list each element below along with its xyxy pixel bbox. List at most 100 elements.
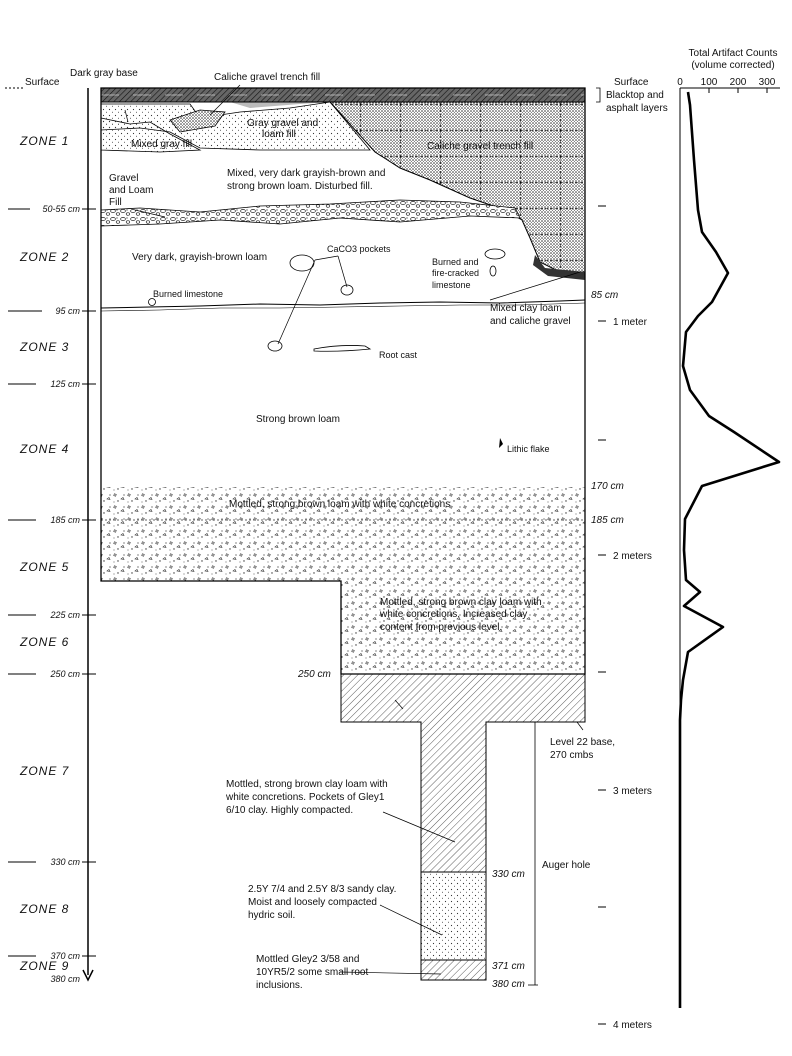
artifact-count-line <box>678 91 781 1008</box>
caco3-pocket <box>267 340 283 352</box>
label-185cm: 185 cm <box>591 515 624 526</box>
zone-6-layer <box>341 581 585 674</box>
meter-label-2: 2 meters <box>613 551 652 562</box>
label-mottled-loam: Mottled, strong brown loam with white co… <box>229 499 450 510</box>
label-burned-fcr-2: fire-cracked <box>432 268 479 278</box>
depth-labels: 50-55 cm 95 cm 125 cm 185 cm 225 cm 250 … <box>42 204 80 984</box>
label-mixed-dark-2: strong brown loam. Disturbed fill. <box>227 181 373 192</box>
depth-ticks <box>8 208 96 957</box>
depth-label-50-55: 50-55 cm <box>42 204 80 214</box>
label-burned-fcr-3: limestone <box>432 280 471 290</box>
depth-label-330: 330 cm <box>50 857 80 867</box>
meter-label-4: 4 meters <box>613 1020 652 1031</box>
zone-7-layer <box>340 673 586 873</box>
meter-labels: 1 meter 2 meters 3 meters 4 meters <box>613 317 652 1031</box>
profile-annotations: Dark gray base Caliche gravel trench fil… <box>70 68 668 991</box>
zone-5-layer <box>101 487 585 581</box>
burned-limestone <box>148 298 156 306</box>
header: Surface Surface Total Artifact Counts (v… <box>5 48 778 89</box>
label-zone8-desc-2: Moist and loosely compacted <box>248 897 377 908</box>
root-cast <box>313 345 372 352</box>
label-caco3: CaCO3 pockets <box>327 244 391 254</box>
label-mottled-clay-3: content from previous level. <box>380 622 502 633</box>
depth-label-95: 95 cm <box>55 306 80 316</box>
mixed-gray-fill <box>100 117 202 153</box>
depth-label-250: 250 cm <box>49 669 80 679</box>
label-mottled-clay-1: Mottled, strong brown clay loam with <box>380 597 542 608</box>
gravel-band <box>100 199 521 227</box>
label-auger-hole: Auger hole <box>542 860 591 871</box>
label-blacktop-1: Blacktop and <box>606 90 664 101</box>
zone-6-label: ZONE 6 <box>19 635 69 649</box>
label-lithic-flake: Lithic flake <box>507 444 550 454</box>
label-burned-fcr-1: Burned and <box>432 257 479 267</box>
chart-title-line2: (volume corrected) <box>691 60 774 71</box>
label-371cm: 371 cm <box>492 961 525 972</box>
surface-label-right: Surface <box>614 77 649 88</box>
label-blacktop-2: asphalt layers <box>606 103 668 114</box>
label-85cm: 85 cm <box>591 290 618 301</box>
label-zone9-desc-1: Mottled Gley2 3/58 and <box>256 954 359 965</box>
label-mixed-dark-1: Mixed, very dark grayish-brown and <box>227 168 385 179</box>
depth-label-370: 370 cm <box>50 951 80 961</box>
label-root-cast: Root cast <box>379 350 418 360</box>
label-caliche-trench-mid: Caliche gravel trench fill <box>427 141 533 152</box>
meter-label-3: 3 meters <box>613 786 652 797</box>
meter-ticks <box>598 205 606 1025</box>
depth-label-380: 380 cm <box>50 974 80 984</box>
label-mixed-clay-2: and caliche gravel <box>490 316 571 327</box>
chart-tick-200: 200 <box>730 77 747 88</box>
label-zone7-desc-2: white concretions. Pockets of Gley1 <box>225 792 385 803</box>
label-170cm: 170 cm <box>591 481 624 492</box>
caco3-pocket <box>289 254 315 272</box>
label-gravel-loam-2: and Loam <box>109 185 153 196</box>
label-gravel-loam-1: Gravel <box>109 173 138 184</box>
zone-4-label: ZONE 4 <box>19 442 69 456</box>
zone-9-label: ZONE 9 <box>19 959 69 973</box>
caco3-pocket <box>340 284 354 296</box>
label-zone7-desc-3: 6/10 clay. Highly compacted. <box>226 805 353 816</box>
meter-label-1: 1 meter <box>613 317 648 328</box>
zone-labels: ZONE 1 ZONE 2 ZONE 3 ZONE 4 ZONE 5 ZONE … <box>19 134 70 973</box>
label-level22-1: Level 22 base, <box>550 737 615 748</box>
label-380cm: 380 cm <box>492 979 525 990</box>
label-zone7-desc-1: Mottled, strong brown clay loam with <box>226 779 388 790</box>
label-level22-2: 270 cmbs <box>550 750 593 761</box>
chart-tick-0: 0 <box>677 77 683 88</box>
label-zone8-desc-1: 2.5Y 7/4 and 2.5Y 8/3 sandy clay. <box>248 884 396 895</box>
chart-tick-300: 300 <box>759 77 776 88</box>
label-mottled-clay-2: white concretions. Increased clay <box>379 609 527 620</box>
depth-label-225: 225 cm <box>49 610 80 620</box>
label-gravel-loam-3: Fill <box>109 197 122 208</box>
label-330cm: 330 cm <box>492 869 525 880</box>
label-strong-brown-loam: Strong brown loam <box>256 414 340 425</box>
surface-label-left: Surface <box>25 77 60 88</box>
label-mixed-clay-1: Mixed clay loam <box>490 303 562 314</box>
zone-2-label: ZONE 2 <box>19 250 69 264</box>
zone-3-label: ZONE 3 <box>19 340 69 354</box>
depth-label-185: 185 cm <box>50 515 80 525</box>
label-zone9-desc-2: 10YR5/2 some small root <box>256 967 368 978</box>
label-zone8-desc-3: hydric soil. <box>248 910 295 921</box>
chart-tick-100: 100 <box>701 77 718 88</box>
label-gray-gravel-2: loam fill <box>262 129 296 140</box>
zone-7-label: ZONE 7 <box>19 764 70 778</box>
zone-1-label: ZONE 1 <box>19 134 69 148</box>
label-dark-gray-base: Dark gray base <box>70 68 138 79</box>
zone-5-label: ZONE 5 <box>19 560 69 574</box>
label-zone9-desc-3: inclusions. <box>256 980 303 991</box>
label-caliche-trench-top: Caliche gravel trench fill <box>214 72 320 83</box>
label-250cm: 250 cm <box>297 669 331 680</box>
zone-9-layer <box>420 959 487 981</box>
label-gray-gravel-1: Gray gravel and <box>247 118 318 129</box>
label-burned-limestone: Burned limestone <box>153 289 223 299</box>
zone-8-label: ZONE 8 <box>19 902 69 916</box>
zone-8-layer <box>420 871 487 961</box>
lithic-flake <box>499 438 503 448</box>
chart-title-line1: Total Artifact Counts <box>689 48 778 59</box>
depth-label-125: 125 cm <box>50 379 80 389</box>
depth-axis <box>82 88 94 982</box>
profile-layers <box>100 84 601 986</box>
artifact-count-chart: 0 100 200 300 <box>677 77 781 1008</box>
